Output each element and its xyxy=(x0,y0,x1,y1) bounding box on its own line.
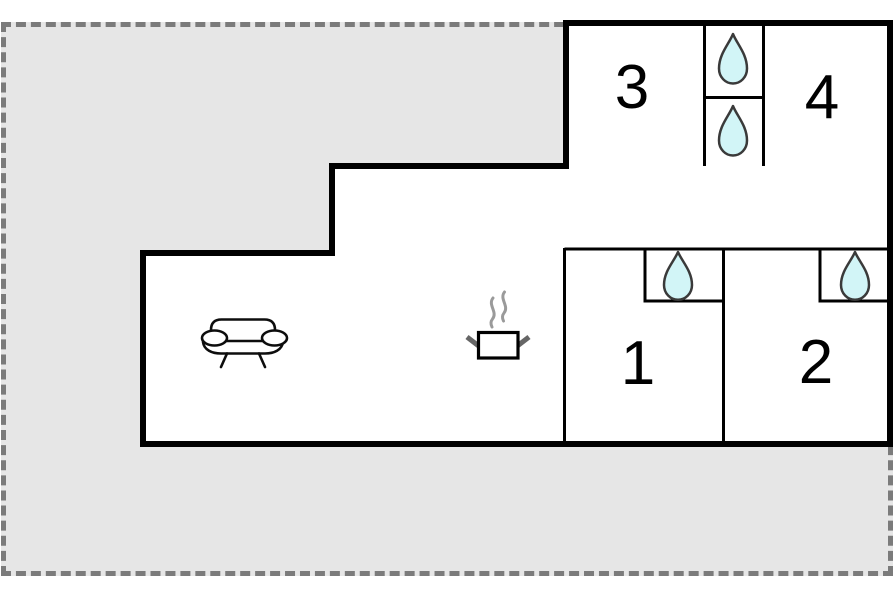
water-drop-icon xyxy=(662,250,694,302)
pot-body xyxy=(476,330,520,360)
water-drop-icon xyxy=(717,104,749,157)
sofa-armrest-right xyxy=(260,329,289,347)
sofa-backrest xyxy=(209,318,277,343)
room-3-label: 3 xyxy=(614,53,650,122)
room-4-label: 4 xyxy=(804,63,840,132)
sofa-icon xyxy=(200,318,289,369)
sofa-body xyxy=(201,340,285,355)
water-drop-icons xyxy=(662,32,871,302)
cooking-pot-icon xyxy=(465,290,531,360)
steam-line xyxy=(500,290,508,323)
steam-lines xyxy=(489,290,508,329)
room-2-label: 2 xyxy=(798,328,834,397)
steam-line xyxy=(489,296,496,329)
room-1-label: 1 xyxy=(620,329,656,398)
sofa-leg-left xyxy=(219,352,229,369)
interior-walls xyxy=(563,22,890,444)
sofa-leg-right xyxy=(257,352,267,369)
water-drop-icon xyxy=(717,32,749,85)
sofa-armrest-left xyxy=(200,329,229,347)
water-drop-icon xyxy=(839,250,871,302)
